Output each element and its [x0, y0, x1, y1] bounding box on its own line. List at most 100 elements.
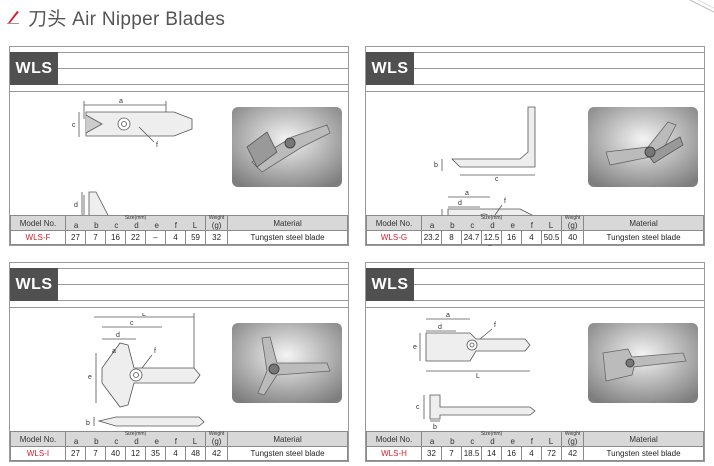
cell: 4 [521, 230, 542, 245]
dim-label: e [413, 344, 417, 351]
cell: 50.5 [540, 230, 563, 245]
cell: 32 [205, 230, 229, 245]
blade-dimension-drawing: L c d a f e b [86, 313, 205, 427]
cell: 22 [125, 230, 146, 245]
cell: 7 [85, 230, 106, 245]
cell: 48 [184, 446, 207, 461]
model-header: Model No. [366, 215, 422, 231]
blade-photo [232, 323, 342, 403]
cell: 16 [501, 230, 522, 245]
dim-label: a [119, 98, 123, 105]
cell: 24.7 [461, 230, 482, 245]
cell: Tungsten steel blade [583, 446, 704, 461]
card-header: WLS [10, 263, 348, 308]
blade-photo [588, 323, 698, 403]
page-title: 刀头 Air Nipper Blades [6, 2, 225, 32]
model-value: WLS-H [366, 446, 422, 461]
cell: 23.2 [421, 230, 442, 245]
cell: 27 [65, 446, 86, 461]
dim-label: f [504, 198, 506, 205]
cell: 59 [184, 230, 207, 245]
dim-label: f [494, 322, 496, 329]
dim-label: d [438, 324, 442, 331]
dim-label: c [416, 404, 420, 411]
dim-label: a [112, 348, 116, 355]
cell: 72 [540, 446, 563, 461]
cell: 42 [561, 446, 585, 461]
cell: 4 [165, 446, 186, 461]
model-header: Model No. [10, 431, 66, 447]
cell: 14 [481, 446, 502, 461]
dim-label: a [446, 313, 450, 319]
corner-fold-icon [689, 0, 714, 13]
cell: 32 [421, 446, 442, 461]
cell: 4 [165, 230, 186, 245]
weight-header: Weight(g) [561, 215, 585, 231]
model-header: Model No. [366, 431, 422, 447]
cell: 12 [125, 446, 146, 461]
dim-label: f [156, 142, 158, 149]
cell: 12.5 [481, 230, 502, 245]
table-row: WLS-I 27 7 40 12 35 4 48 42 Tungsten ste… [10, 446, 348, 461]
material-header: Material [583, 431, 704, 447]
card-header: WLS [10, 47, 348, 92]
dim-label: d [116, 332, 120, 339]
dim-label: L [142, 313, 146, 318]
cell: 8 [441, 230, 462, 245]
material-header: Material [227, 431, 348, 447]
dim-label: d [458, 200, 462, 207]
dim-label: b [434, 162, 438, 169]
dim-label: b [433, 424, 437, 431]
cell: 4 [521, 446, 542, 461]
series-tag: WLS [10, 268, 58, 301]
cell: 16 [105, 230, 126, 245]
cell: 18.5 [461, 446, 482, 461]
card-header: WLS [366, 47, 704, 92]
material-header: Material [227, 215, 348, 231]
product-card-wls-g: WLS b c d a f e L [365, 46, 705, 247]
weight-header: Weight(g) [205, 215, 229, 231]
blade-photo [232, 107, 342, 187]
series-tag: WLS [366, 268, 414, 301]
table-row: WLS-G 23.2 8 24.7 12.5 16 4 50.5 40 Tung… [366, 230, 704, 245]
cell: 7 [441, 446, 462, 461]
model-value: WLS-F [10, 230, 66, 245]
weight-header: Weight(g) [205, 431, 229, 447]
dim-label: a [465, 190, 469, 197]
cell: 40 [561, 230, 585, 245]
dim-label: f [154, 348, 156, 355]
cell: 35 [145, 446, 166, 461]
series-tag: WLS [366, 52, 414, 85]
dim-label: c [72, 122, 76, 129]
material-header: Material [583, 215, 704, 231]
weight-header: Weight(g) [561, 431, 585, 447]
dim-label: c [130, 320, 134, 327]
cell: 16 [501, 446, 522, 461]
cell: – [145, 230, 166, 245]
card-header: WLS [366, 263, 704, 308]
blade-dimension-drawing: a d f e L c b [413, 313, 536, 431]
cell: Tungsten steel blade [227, 230, 348, 245]
model-value: WLS-G [366, 230, 422, 245]
dim-label: d [74, 202, 78, 209]
cell: 40 [105, 446, 126, 461]
cell: 27 [65, 230, 86, 245]
blade-photo [588, 107, 698, 187]
cell: Tungsten steel blade [583, 230, 704, 245]
model-header: Model No. [10, 215, 66, 231]
table-row: WLS-F 27 7 16 22 – 4 59 32 Tungsten stee… [10, 230, 348, 245]
dim-label: c [495, 176, 499, 183]
model-value: WLS-I [10, 446, 66, 461]
cell: Tungsten steel blade [227, 446, 348, 461]
table-row: WLS-H 32 7 18.5 14 16 4 72 42 Tungsten s… [366, 446, 704, 461]
page-title-text: 刀头 Air Nipper Blades [28, 8, 226, 30]
product-card-wls-i: WLS L c d a f e b [9, 262, 349, 462]
